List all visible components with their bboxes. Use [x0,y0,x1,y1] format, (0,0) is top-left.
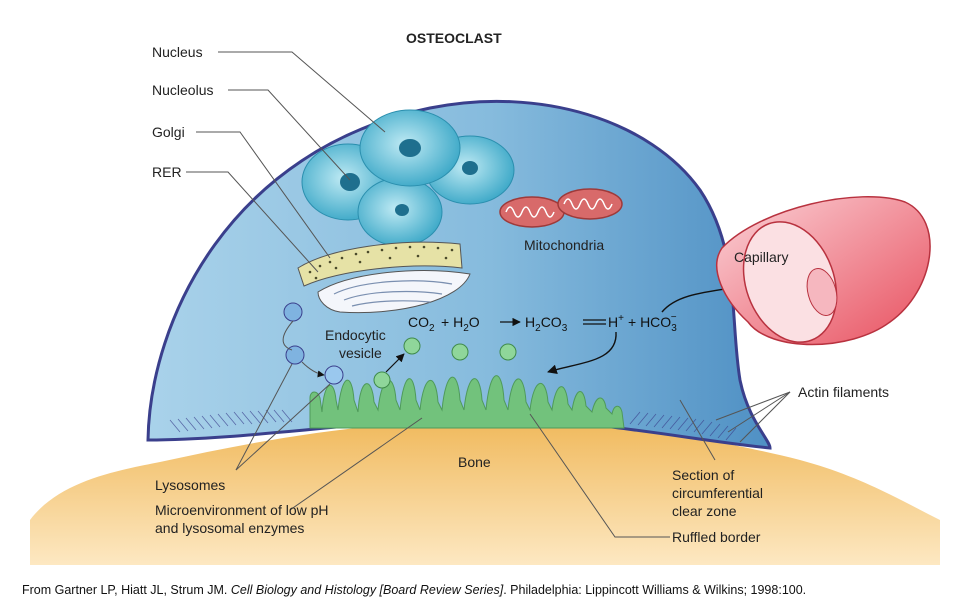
endocytic-arrow [385,353,405,373]
nucleolus-leader [228,89,351,181]
lysosomes-leader-2 [235,383,331,471]
eq-hco3: + HCO3− [628,312,677,334]
rer-leader [186,171,319,273]
nuclei [301,109,515,247]
golgi-label: Golgi [152,124,185,140]
ruffled-leader [529,413,670,538]
eq-h-plus: H+ [608,313,624,330]
microenvironment-label-1: Microenvironment of low pH [155,502,329,518]
clear-zone-label-2: circumferential [672,485,763,501]
capillary [716,196,931,346]
golgi-leader [196,131,331,259]
clear-zone-label-1: Section of [672,467,734,483]
capillary-label: Capillary [734,249,788,265]
carbonic-equation: CO2 + H2O H2CO3 H+ + HCO3− [408,312,677,334]
eq-h2co3: H2CO3 [525,314,568,334]
nucleus-leader [218,51,386,133]
caption-book-title: Cell Biology and Histology [Board Review… [230,583,504,597]
nucleolus-label: Nucleolus [152,82,213,98]
caption-prefix: From Gartner LP, Hiatt JL, Strum JM. [22,583,231,597]
endocytic-label-2: vesicle [339,345,382,361]
actin-leader-3 [739,391,791,443]
ruffled-border-label: Ruffled border [672,529,761,545]
rer-golgi [297,241,471,314]
clear-zone-label-3: clear zone [672,503,737,519]
actin-filaments-right [629,411,737,441]
mitochondria [499,188,623,228]
rer-label: RER [152,164,182,180]
diagram-title: OSTEOCLAST [406,30,502,46]
endocytic-vesicles [373,337,517,389]
eq-h2o: + H2O [441,314,480,334]
actin-filaments-left [169,409,293,433]
lysosomes-leader-1 [235,363,293,471]
eq-co2: CO2 [408,314,435,334]
lysosomes-label: Lysosomes [155,477,225,493]
endocytic-label-1: Endocytic [325,327,386,343]
figure-caption: From Gartner LP, Hiatt JL, Strum JM. Cel… [22,583,962,597]
h-plus-arrow [547,331,617,375]
caption-suffix: . Philadelphia: Lippincott Williams & Wi… [503,583,807,597]
ruffled-border [309,375,625,429]
actin-leader-2 [727,391,791,433]
bone-label: Bone [458,454,491,470]
microenv-leader [289,417,423,511]
microenvironment-label-2: and lysosomal enzymes [155,520,304,536]
mitochondria-label: Mitochondria [524,237,604,253]
nucleus-label: Nucleus [152,44,203,60]
actin-filaments-label: Actin filaments [798,384,889,400]
clear-zone-leader [679,399,716,461]
lysosome-path [282,320,324,375]
actin-leader-1 [715,391,791,421]
